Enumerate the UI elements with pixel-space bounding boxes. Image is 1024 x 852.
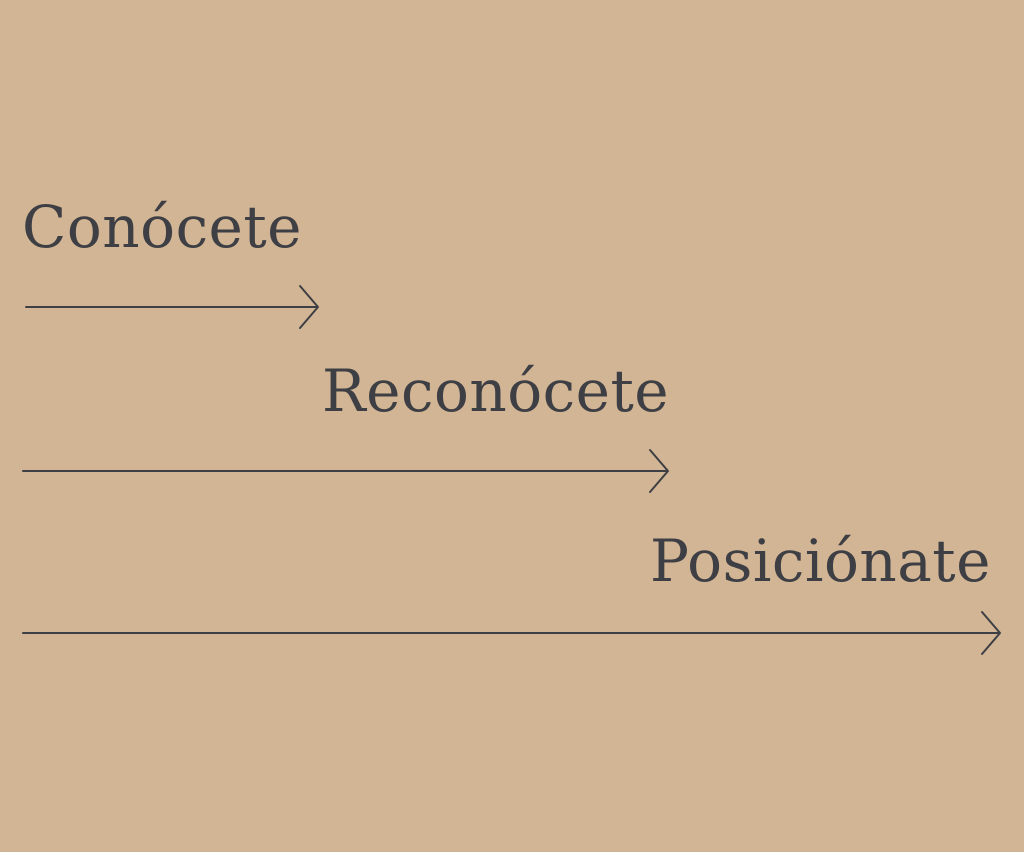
arrow-right-icon-2 bbox=[22, 449, 669, 493]
step-label-posicionate: Posiciónate bbox=[650, 527, 991, 595]
step-label-conocete: Conócete bbox=[22, 193, 303, 261]
step-label-reconocete: Reconócete bbox=[322, 357, 670, 425]
arrow-right-icon-3 bbox=[22, 611, 1001, 655]
arrow-right-icon-1 bbox=[25, 285, 319, 329]
